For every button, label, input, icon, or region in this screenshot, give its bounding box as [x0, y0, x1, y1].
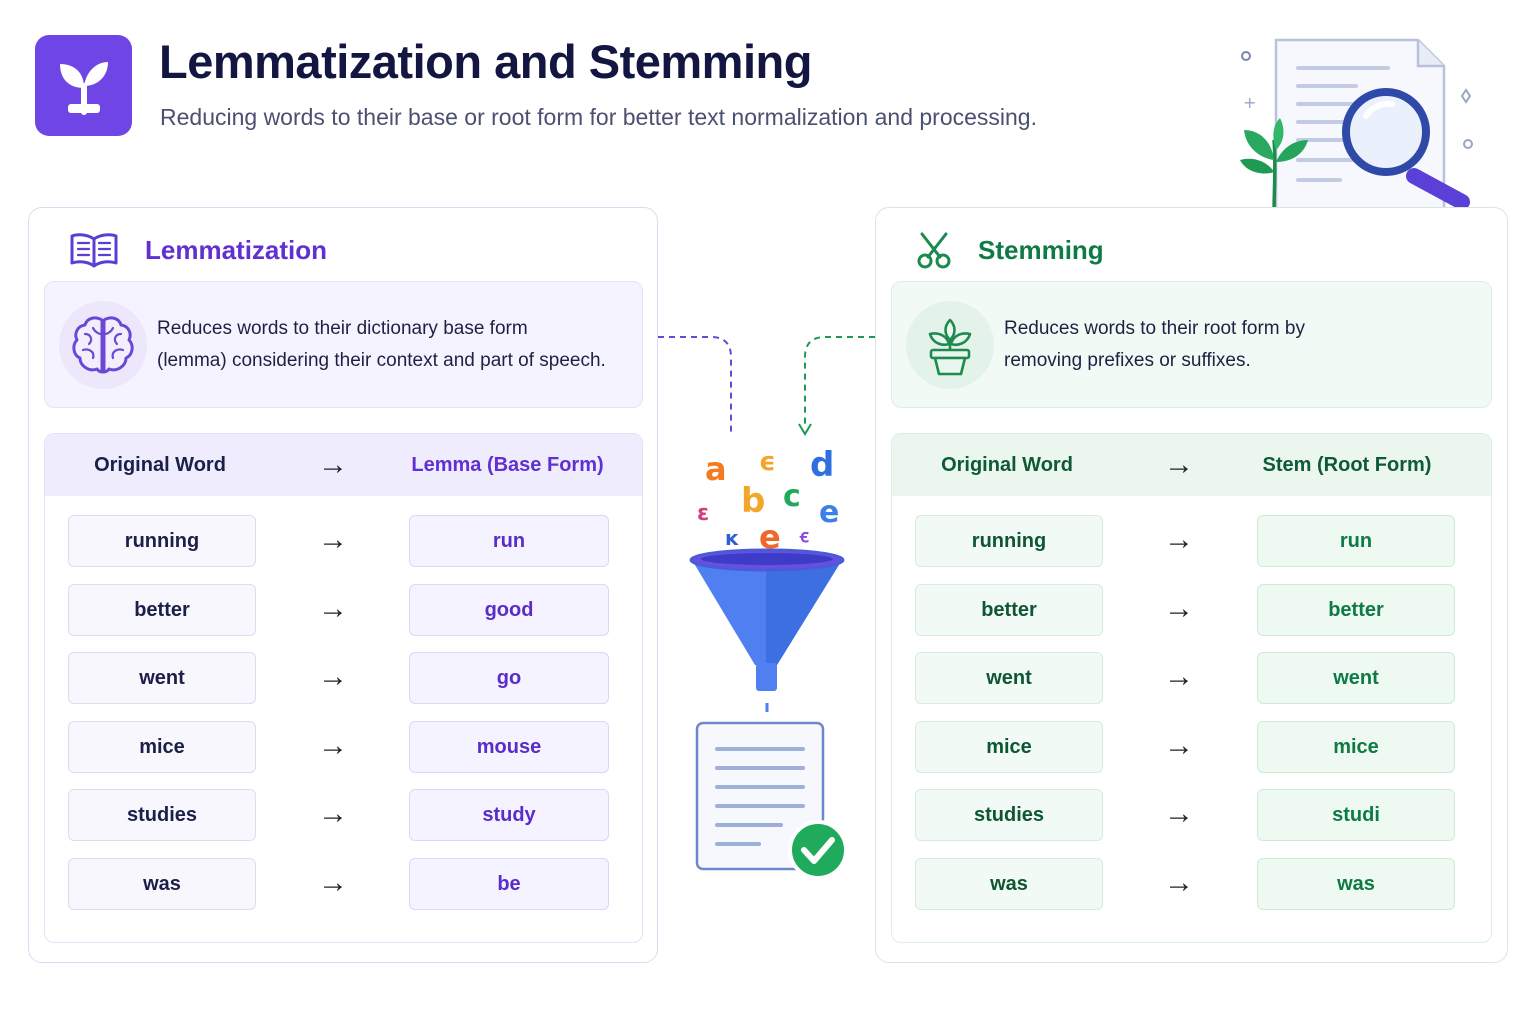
- original-word: studies: [915, 789, 1103, 841]
- lemmatization-table: Original Word → Lemma (Base Form) runnin…: [44, 433, 643, 943]
- table-row: mice → mice: [892, 720, 1491, 773]
- lemmatization-title: Lemmatization: [145, 234, 328, 265]
- table-row: better → better: [892, 583, 1491, 636]
- table-row: studies → study: [45, 789, 642, 841]
- stemming-panel: Stemming Reduces words to their root for…: [875, 207, 1508, 963]
- page-subtitle: Reducing words to their base or root for…: [160, 104, 1037, 130]
- arrow-icon: →: [1164, 448, 1194, 481]
- funnel-letter: e: [819, 495, 839, 530]
- arrow-icon: →: [318, 865, 348, 899]
- table-header: Original Word → Stem (Root Form): [892, 434, 1491, 496]
- funnel-illustration: a ϵ d b c ɛ e ĸ e ꞓ: [658, 336, 875, 880]
- original-word: went: [68, 652, 256, 704]
- funnel-letter: c: [783, 479, 801, 514]
- stemming-description: Reduces words to their root form by remo…: [891, 281, 1492, 408]
- original-word: studies: [68, 789, 256, 841]
- funnel-letter: e: [759, 518, 781, 556]
- stemming-header: Stemming: [916, 230, 1104, 270]
- stemming-title: Stemming: [978, 234, 1104, 265]
- funnel-letter: ĸ: [725, 526, 739, 550]
- arrow-icon: →: [318, 797, 348, 830]
- arrow-icon: →: [318, 728, 348, 762]
- arrow-icon: →: [1164, 728, 1194, 762]
- original-word: was: [915, 857, 1103, 910]
- lemma-word: study: [409, 789, 609, 841]
- page-title: Lemmatization and Stemming: [159, 35, 812, 88]
- funnel-icon: [689, 548, 845, 712]
- stem-word: went: [1257, 652, 1455, 704]
- lemmatization-panel: Lemmatization Reduces words to their dic…: [28, 207, 658, 963]
- column-header-stem: Stem (Root Form): [1262, 454, 1432, 476]
- table-row: went → go: [45, 652, 642, 704]
- lemmatization-description-line2: (lemma) considering their context and pa…: [157, 349, 606, 371]
- stem-word: better: [1257, 583, 1455, 636]
- funnel-letter: ϵ: [759, 447, 776, 477]
- funnel-letter: d: [810, 445, 834, 485]
- column-header-original: Original Word: [94, 454, 226, 476]
- logo: [35, 35, 132, 136]
- lemma-word: mouse: [409, 720, 609, 773]
- original-word: mice: [915, 720, 1103, 773]
- lemma-word: be: [409, 857, 609, 910]
- scissors-icon: [917, 232, 951, 269]
- arrow-icon: →: [318, 660, 348, 693]
- table-row: studies → studi: [892, 789, 1491, 841]
- stem-word: run: [1257, 515, 1455, 567]
- table-row: running → run: [892, 515, 1491, 567]
- document-search-icon: +: [1240, 38, 1473, 215]
- column-header-original: Original Word: [941, 454, 1073, 476]
- table-row: was → was: [892, 857, 1491, 910]
- lemma-word: go: [409, 652, 609, 704]
- original-word: better: [68, 583, 256, 636]
- svg-text:+: +: [1243, 93, 1256, 112]
- table-row: better → good: [45, 583, 642, 636]
- funnel-letter: ꞓ: [799, 526, 809, 547]
- lemmatization-description: Reduces words to their dictionary base f…: [44, 281, 643, 408]
- arrow-icon: →: [318, 523, 348, 556]
- arrow-icon: →: [1164, 523, 1194, 556]
- potted-plant-icon-wrap: [906, 300, 994, 389]
- original-word: mice: [68, 720, 256, 773]
- funnel-letter: ɛ: [697, 501, 709, 526]
- arrow-icon: →: [1164, 591, 1194, 625]
- lemmatization-header: Lemmatization: [69, 230, 327, 270]
- table-header: Original Word → Lemma (Base Form): [45, 434, 642, 496]
- table-row: mice → mouse: [45, 720, 642, 773]
- original-word: was: [68, 857, 256, 910]
- document-check-icon: [695, 721, 848, 880]
- stemming-table: Original Word → Stem (Root Form) running…: [891, 433, 1492, 943]
- stem-word: studi: [1257, 789, 1455, 841]
- table-row: running → run: [45, 515, 642, 567]
- original-word: running: [915, 515, 1103, 567]
- stem-word: mice: [1257, 720, 1455, 773]
- arrow-icon: →: [1164, 865, 1194, 899]
- lemmatization-connector: [658, 336, 732, 432]
- lemma-word: good: [409, 583, 609, 636]
- potted-plant-icon: [928, 318, 972, 375]
- funnel-letter: b: [741, 481, 765, 521]
- brain-icon: [72, 315, 134, 373]
- lemma-word: run: [409, 515, 609, 567]
- open-book-icon: [70, 233, 118, 268]
- stemming-description-line1: Reduces words to their root form by: [1004, 317, 1305, 339]
- stemming-connector: [804, 336, 875, 428]
- table-row: went → went: [892, 652, 1491, 704]
- stemming-description-line2: removing prefixes or suffixes.: [1004, 349, 1251, 371]
- arrow-icon: →: [1164, 797, 1194, 830]
- table-row: was → be: [45, 857, 642, 910]
- lemmatization-description-line1: Reduces words to their dictionary base f…: [157, 317, 528, 339]
- arrow-icon: →: [318, 448, 348, 481]
- original-word: better: [915, 583, 1103, 636]
- stem-word: was: [1257, 857, 1455, 910]
- original-word: running: [68, 515, 256, 567]
- original-word: went: [915, 652, 1103, 704]
- brain-icon-wrap: [59, 300, 147, 389]
- arrow-icon: →: [318, 591, 348, 625]
- arrow-icon: →: [1164, 660, 1194, 693]
- column-header-lemma: Lemma (Base Form): [411, 454, 604, 476]
- funnel-letter: a: [705, 450, 727, 488]
- sprout-icon: [59, 61, 108, 115]
